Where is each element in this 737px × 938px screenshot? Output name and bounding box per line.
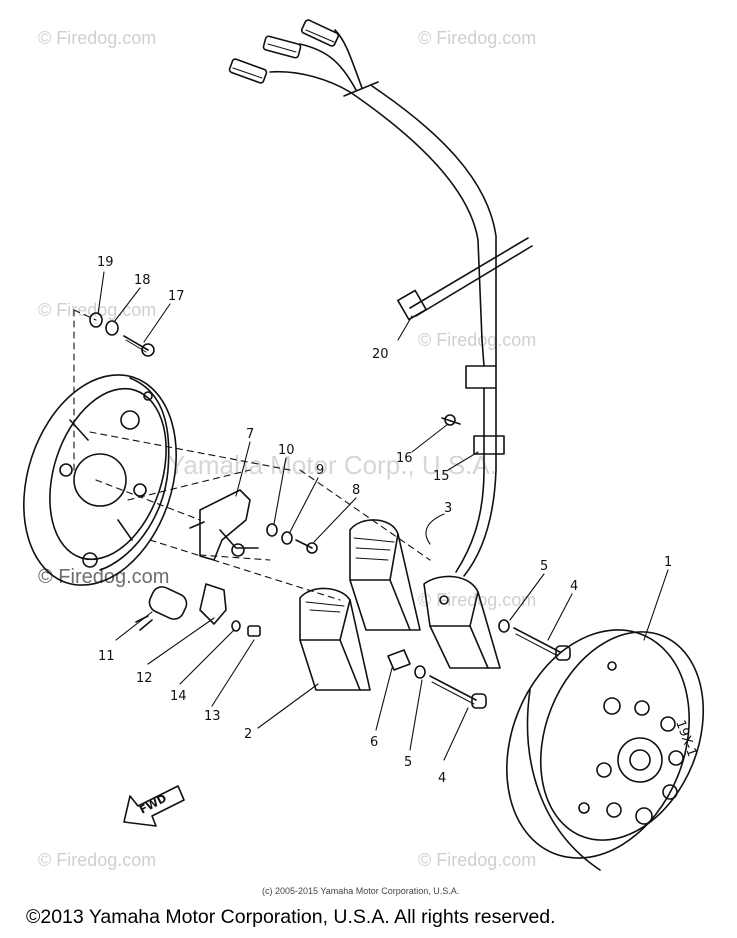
part-label-15: 15	[433, 469, 450, 484]
alignment-lines	[73, 309, 431, 601]
watermark-firedog: © Firedog.com	[418, 590, 537, 610]
flywheel-rotor-1	[506, 629, 705, 871]
part-label-16: 16	[396, 451, 413, 466]
part-label-4-upper: 4	[570, 579, 579, 594]
cable-clamp-15	[473, 435, 505, 455]
watermark-firedog-dark: © Firedog.com	[38, 566, 170, 588]
washer-9	[281, 531, 293, 545]
washer-14	[231, 620, 241, 632]
fwd-arrow-icon	[123, 785, 185, 827]
washer-5-lower	[414, 665, 426, 679]
coil-3	[349, 519, 421, 631]
part-label-11: 11	[98, 649, 115, 664]
part-label-19: 19	[97, 255, 114, 270]
part-label-12: 12	[136, 671, 153, 686]
part-label-1: 1	[664, 555, 673, 570]
part-label-2: 2	[244, 727, 253, 742]
part-label-18: 18	[134, 273, 151, 288]
part-label-17: 17	[168, 289, 185, 304]
screw-13	[247, 625, 261, 637]
coil-2	[299, 587, 371, 691]
watermark-firedog: © Firedog.com	[418, 28, 537, 48]
wire-connector	[228, 58, 268, 84]
rotor-marking: 19X-1	[672, 718, 699, 759]
watermark-yamaha: Yamaha Motor Corp., U.S.A.	[168, 450, 497, 480]
leader-lines	[97, 271, 669, 761]
screw-4-upper	[513, 627, 571, 661]
watermark-firedog: © Firedog.com	[38, 850, 157, 870]
part-label-5-upper: 5	[540, 559, 549, 574]
part-label-3: 3	[444, 501, 453, 516]
part-label-4-lower: 4	[438, 771, 447, 786]
watermark-firedog: © Firedog.com	[418, 850, 537, 870]
grommet	[465, 365, 497, 389]
coil-assembly	[423, 575, 501, 669]
fine-print: (c) 2005-2015 Yamaha Motor Corporation, …	[262, 886, 460, 896]
stator-backing-plate	[23, 374, 177, 586]
clamp-20	[397, 289, 427, 321]
screw-4-lower	[429, 675, 487, 709]
condenser-11	[135, 586, 188, 631]
wire-connector	[300, 19, 340, 47]
part-label-13: 13	[204, 709, 221, 724]
washer-19	[89, 312, 103, 328]
part-label-10: 10	[278, 443, 295, 458]
part-label-14: 14	[170, 689, 187, 704]
wire-harness	[228, 19, 533, 577]
part-label-9: 9	[316, 463, 325, 478]
copyright-notice: ©2013 Yamaha Motor Corporation, U.S.A. A…	[26, 906, 556, 928]
part-label-20: 20	[372, 347, 389, 362]
washer-10	[266, 523, 278, 537]
contact-breaker-7	[189, 489, 259, 561]
screw-16	[441, 414, 461, 426]
part-label-7: 7	[246, 427, 255, 442]
washer-18	[105, 320, 119, 336]
wire-connector	[262, 35, 302, 59]
part-label-6: 6	[370, 735, 379, 750]
fwd-arrow-label: FWD	[137, 792, 169, 817]
watermark-firedog: © Firedog.com	[38, 28, 157, 48]
part-label-5-lower: 5	[404, 755, 413, 770]
watermark-firedog: © Firedog.com	[418, 330, 537, 350]
washer-5-upper	[498, 619, 510, 633]
screw-8	[295, 539, 318, 554]
bracket-12	[199, 583, 227, 625]
part-label-8: 8	[352, 483, 361, 498]
screw-17	[123, 335, 155, 357]
spacer-6	[387, 649, 411, 671]
